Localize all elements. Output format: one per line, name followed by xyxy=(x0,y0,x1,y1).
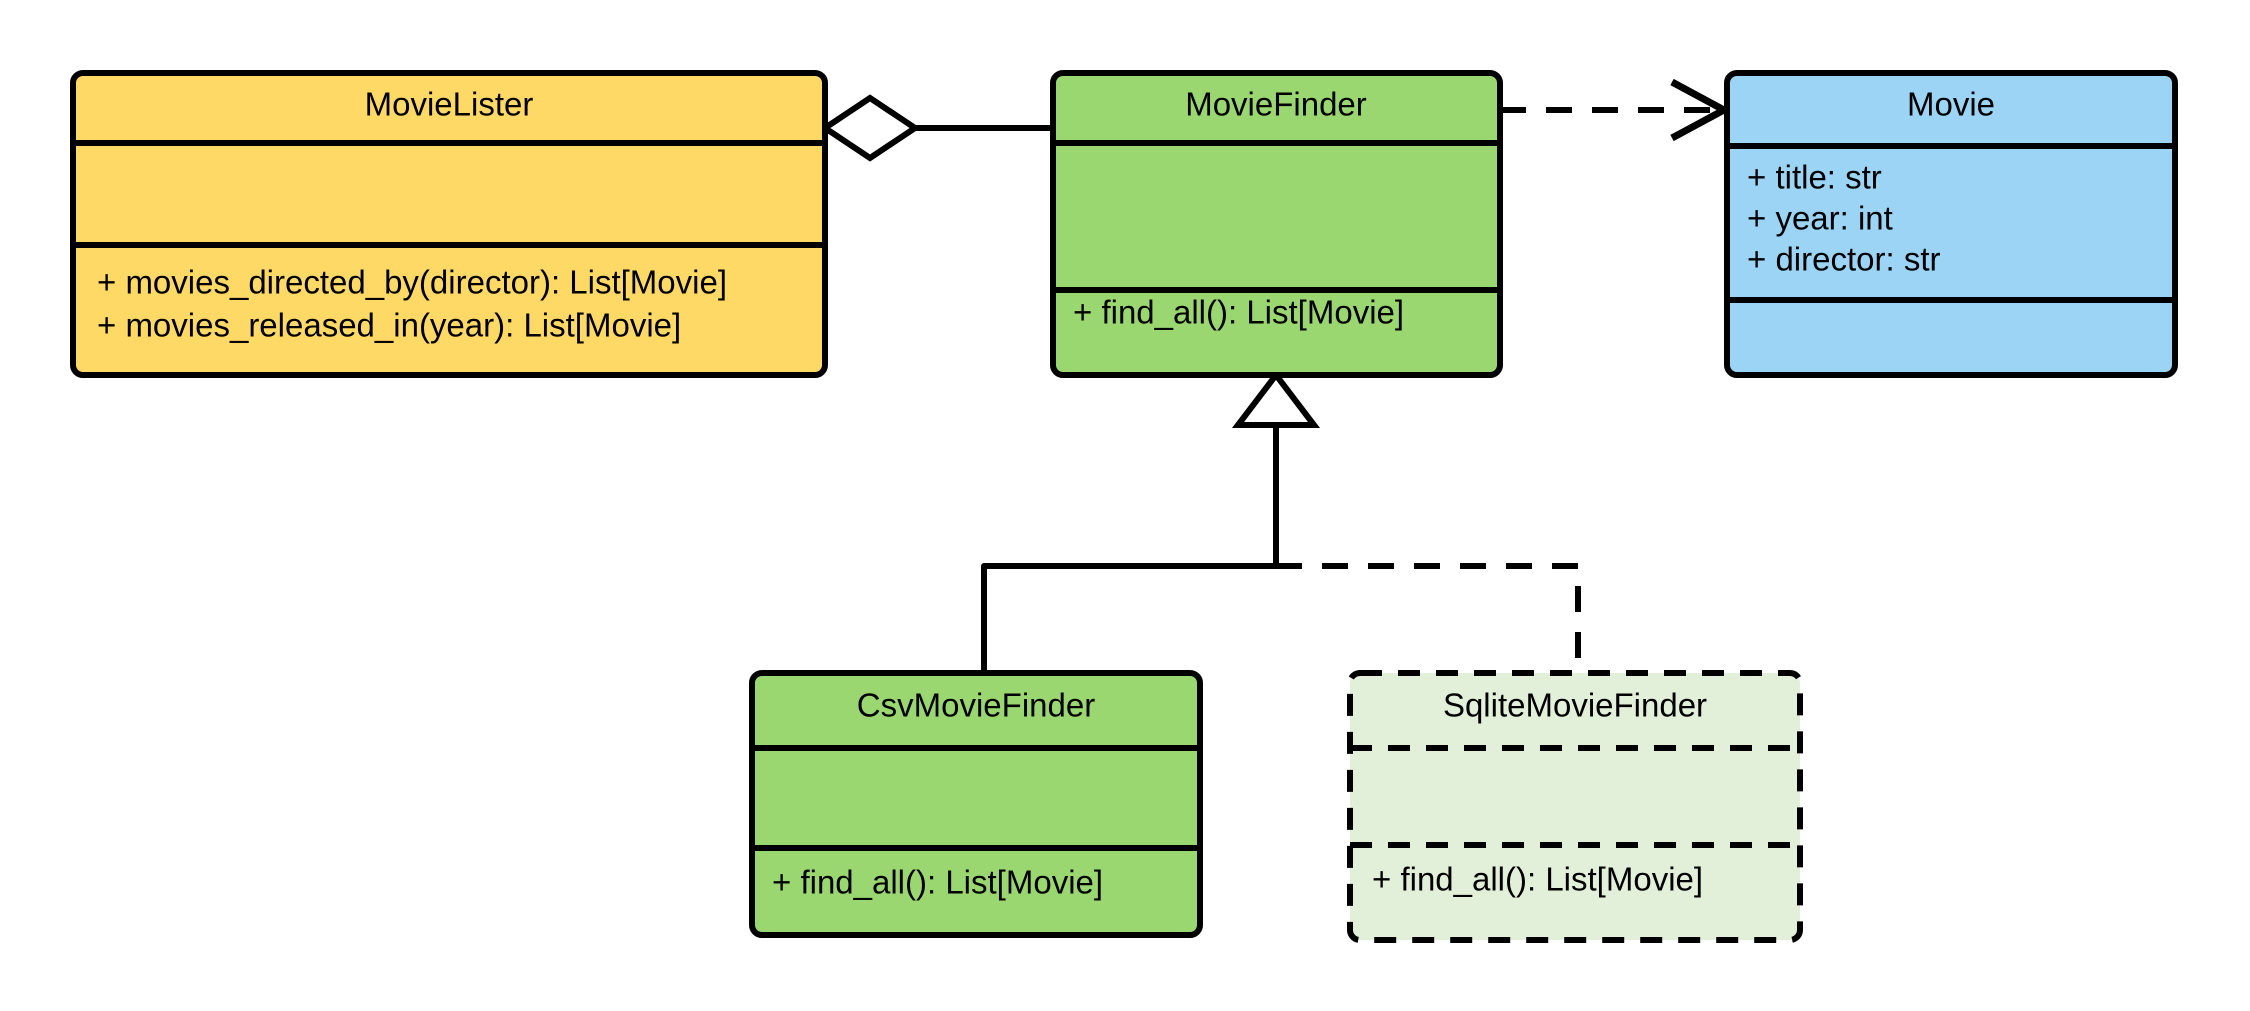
movie-attribute-2: + director: str xyxy=(1747,241,1940,278)
dependency-finder-movie-connector[interactable] xyxy=(1500,78,1732,142)
movie-finder-title: MovieFinder xyxy=(1185,86,1367,123)
hollow-diamond-icon xyxy=(819,94,921,162)
movie-attribute-1: + year: int xyxy=(1747,200,1893,237)
movie-finder-body xyxy=(1050,70,1503,378)
sqlite-movie-finder-title: SqliteMovieFinder xyxy=(1443,687,1707,724)
csv-movie-finder-body xyxy=(749,670,1203,938)
movie-lister-method-0: + movies_directed_by(director): List[Mov… xyxy=(97,264,727,301)
class-box-sqlite-movie-finder[interactable]: SqliteMovieFinder + find_all(): List[Mov… xyxy=(1347,670,1803,943)
movie-attribute-0: + title: str xyxy=(1747,159,1882,196)
class-box-movie-lister[interactable]: MovieLister + movies_directed_by(directo… xyxy=(70,70,828,378)
csv-movie-finder-method-0: + find_all(): List[Movie] xyxy=(772,864,1103,901)
aggregation-lister-finder-connector[interactable] xyxy=(819,94,1053,162)
movie-lister-body xyxy=(70,70,828,378)
inheritance-sqlite-finder-connector[interactable] xyxy=(1276,563,1581,673)
inheritance-solid-line xyxy=(981,420,1279,673)
movie-lister-title: MovieLister xyxy=(365,86,534,123)
movie-lister-method-1: + movies_released_in(year): List[Movie] xyxy=(97,307,681,344)
inheritance-dashed-line xyxy=(1276,563,1581,673)
movie-title: Movie xyxy=(1907,86,1995,123)
class-box-csv-movie-finder[interactable]: CsvMovieFinder + find_all(): List[Movie] xyxy=(749,670,1203,938)
movie-finder-method-0: + find_all(): List[Movie] xyxy=(1073,294,1404,331)
class-box-movie-finder[interactable]: MovieFinder + find_all(): List[Movie] xyxy=(1050,70,1503,378)
inheritance-csv-finder-connector[interactable] xyxy=(981,370,1321,673)
class-box-movie[interactable]: Movie + title: str + year: int + directo… xyxy=(1724,70,2178,378)
sqlite-movie-finder-method-0: + find_all(): List[Movie] xyxy=(1372,861,1703,898)
hollow-triangle-icon xyxy=(1231,370,1321,428)
csv-movie-finder-title: CsvMovieFinder xyxy=(857,687,1095,724)
sqlite-movie-finder-body xyxy=(1347,670,1803,943)
